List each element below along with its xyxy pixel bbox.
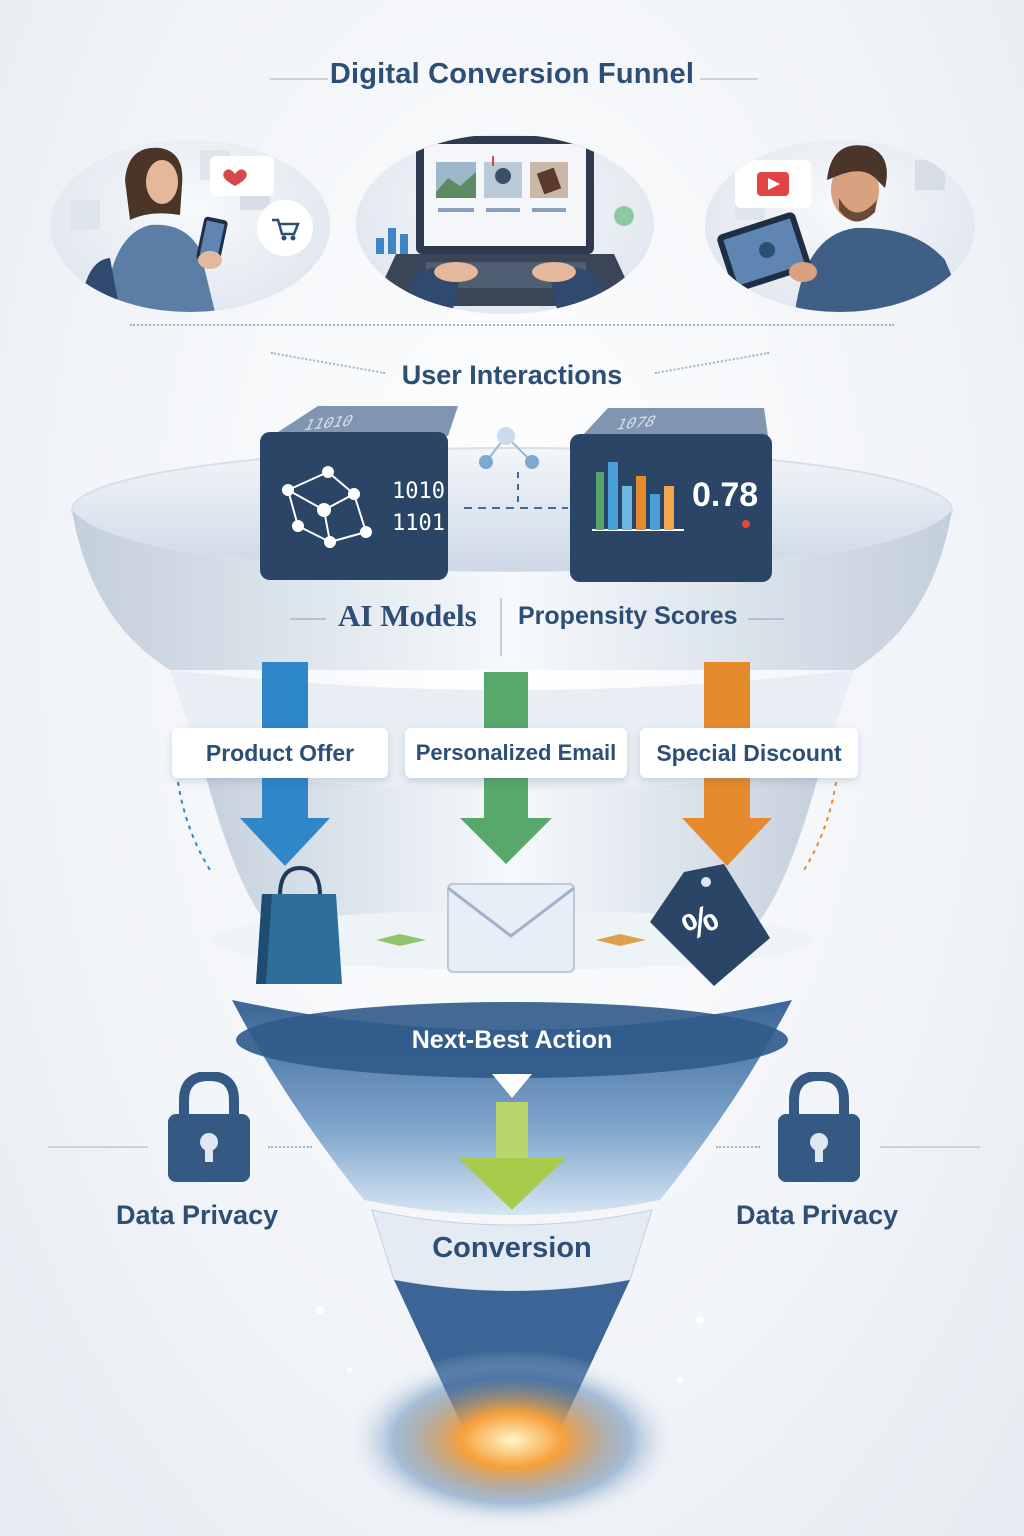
privacy-rule-right	[880, 1146, 980, 1148]
scene-laptop	[356, 134, 654, 314]
conversion-label: Conversion	[432, 1232, 592, 1264]
model-label-divider	[500, 598, 502, 656]
propensity-label-rule	[748, 618, 784, 620]
privacy-rule-left	[48, 1146, 148, 1148]
product-offer-label: Product Offer	[205, 739, 355, 766]
discount-tag-icon	[650, 864, 770, 986]
propensity-score-value: 0.78	[692, 476, 759, 514]
propensity-cube	[570, 408, 772, 582]
special-discount-card: Special Discount	[640, 728, 858, 778]
data-privacy-label-left: Data Privacy	[116, 1200, 279, 1230]
ai-label-rule	[290, 618, 326, 620]
title-rule-right	[700, 78, 758, 80]
envelope-icon	[447, 883, 575, 973]
lock-icon	[168, 1072, 250, 1182]
privacy-dots-left	[268, 1146, 312, 1148]
propensity-scores-label: Propensity Scores	[518, 602, 738, 630]
special-discount-label: Special Discount	[656, 739, 842, 766]
lock-icon	[778, 1072, 860, 1182]
personalized-email-card: Personalized Email	[405, 728, 627, 778]
scenes-divider	[130, 324, 894, 326]
scene-man-tablet	[705, 140, 975, 312]
privacy-dots-right	[716, 1146, 760, 1148]
icon-connectors	[376, 934, 646, 946]
product-offer-card: Product Offer	[172, 728, 388, 778]
data-privacy-label-right: Data Privacy	[736, 1200, 899, 1230]
next-best-action-label: Next-Best Action	[411, 1026, 613, 1054]
shopping-bag-icon	[256, 865, 342, 984]
title-rule-left	[270, 78, 328, 80]
page-title: Digital Conversion Funnel	[329, 58, 695, 90]
binary-code-text: 1010 1101	[392, 479, 445, 536]
ai-models-label: AI Models	[338, 598, 477, 633]
funnel-graphic	[71, 447, 953, 1530]
scene-woman-phone	[50, 140, 330, 312]
personalized-email-label: Personalized Email	[415, 740, 617, 765]
ai-model-cube	[260, 406, 458, 580]
user-interactions-label: User Interactions	[401, 360, 623, 390]
conversion-arrow	[458, 1074, 566, 1210]
model-connector-icon	[464, 427, 568, 509]
